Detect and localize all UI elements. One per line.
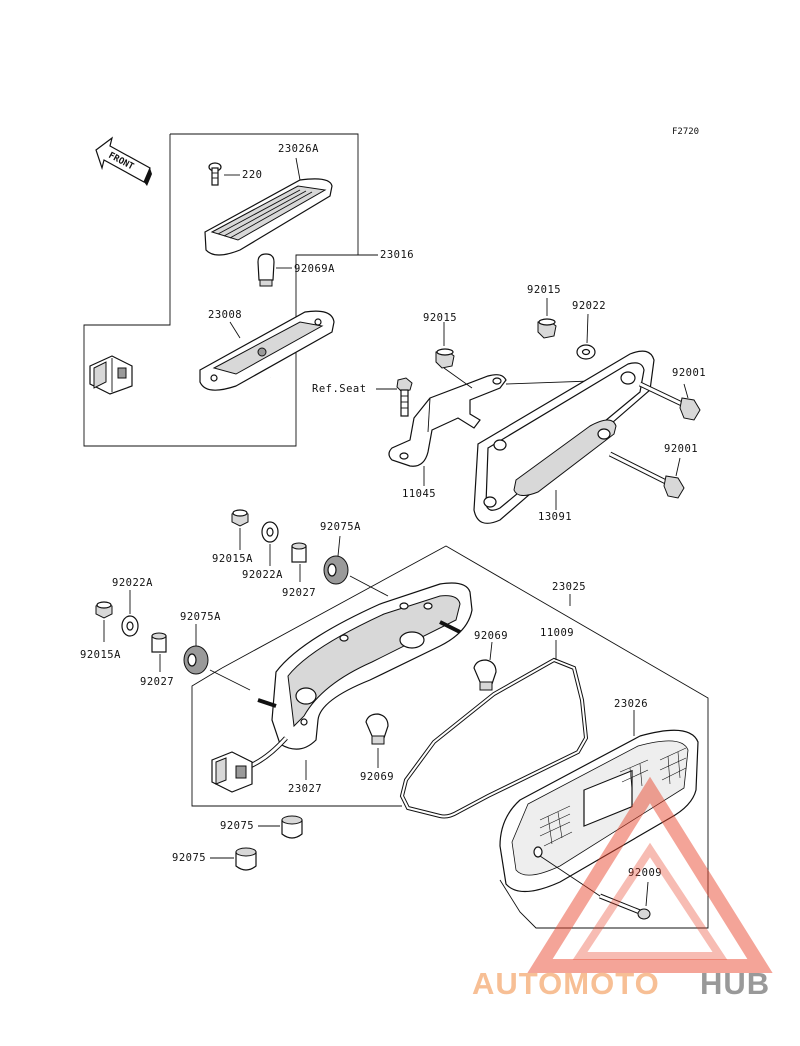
bulb-92069a — [257, 253, 275, 287]
label-23026a: 23026A — [278, 143, 319, 155]
label-92069-a: 92069 — [474, 630, 508, 642]
watermark-text-automoto: AUTOMOTO — [472, 966, 660, 1001]
label-92027-b: 92027 — [140, 676, 174, 688]
label-ref-seat: Ref.Seat — [312, 383, 367, 395]
watermark-text-hub: HUB — [700, 966, 770, 1001]
label-92022: 92022 — [572, 300, 606, 312]
label-220: 220 — [242, 169, 262, 181]
lens-cover-23026a — [204, 178, 333, 256]
washer-92022a-b — [121, 615, 139, 637]
label-92075a-a: 92075A — [320, 521, 361, 533]
tail-light-connector — [211, 751, 253, 793]
nut-92015a-b — [95, 601, 113, 619]
label-92015a-b: 92015A — [80, 649, 121, 661]
label-23008: 23008 — [208, 309, 242, 321]
label-23016: 23016 — [380, 249, 414, 261]
screw-220 — [208, 162, 222, 186]
tail-light-group-outline — [221, 545, 709, 929]
figure-code: F2720 — [672, 127, 699, 137]
grommet-92075a-a — [323, 555, 349, 585]
tail-light-housing-23027 — [257, 582, 473, 750]
license-light-group-outline — [83, 133, 359, 447]
nut-92015-top — [537, 318, 557, 339]
label-92015-left: 92015 — [423, 312, 457, 324]
label-11009: 11009 — [540, 627, 574, 639]
gasket-11009 — [399, 657, 589, 819]
nut-92015-left — [435, 348, 455, 369]
label-92027-a: 92027 — [282, 587, 316, 599]
label-92069a: 92069A — [294, 263, 335, 275]
nut-92015a-a — [231, 509, 249, 527]
wire-connector — [89, 355, 133, 395]
seat-bolt — [396, 377, 413, 417]
collar-92027-b — [151, 632, 167, 653]
label-11045: 11045 — [402, 488, 436, 500]
label-92075-a: 92075 — [220, 820, 254, 832]
label-23025: 23025 — [552, 581, 586, 593]
bolt-92001-b — [608, 451, 685, 499]
label-92022a-a: 92022A — [242, 569, 283, 581]
screw-92009 — [599, 893, 651, 920]
label-92022a-b: 92022A — [112, 577, 153, 589]
washer-92022 — [576, 344, 596, 360]
cap-92075-a — [281, 815, 303, 839]
label-92009: 92009 — [628, 867, 662, 879]
bulb-92069-b — [365, 713, 389, 745]
bolt-92001-a — [638, 381, 701, 421]
grommet-92075a-b — [183, 645, 209, 675]
bracket-11045 — [388, 374, 507, 467]
label-92015a-a: 92015A — [212, 553, 253, 565]
label-23027: 23027 — [288, 783, 322, 795]
cap-92075-b — [235, 847, 257, 871]
label-92015-top: 92015 — [527, 284, 561, 296]
tail-lens-23026 — [499, 729, 699, 893]
front-arrow-icon: FRONT — [95, 136, 152, 186]
bulb-92069-a — [473, 659, 497, 691]
label-92001-a: 92001 — [672, 367, 706, 379]
label-23026: 23026 — [614, 698, 648, 710]
label-92075-b: 92075 — [172, 852, 206, 864]
label-92075a-b: 92075A — [180, 611, 221, 623]
light-housing-23008 — [199, 310, 335, 391]
collar-92027-a — [291, 542, 307, 563]
washer-92022a-a — [261, 521, 279, 543]
automotohub-watermark-logo: AUTOMOTO HUB — [472, 776, 773, 1001]
license-plate-holder-13091 — [473, 350, 655, 524]
label-13091: 13091 — [538, 511, 572, 523]
label-92001-b: 92001 — [664, 443, 698, 455]
label-92069-b: 92069 — [360, 771, 394, 783]
